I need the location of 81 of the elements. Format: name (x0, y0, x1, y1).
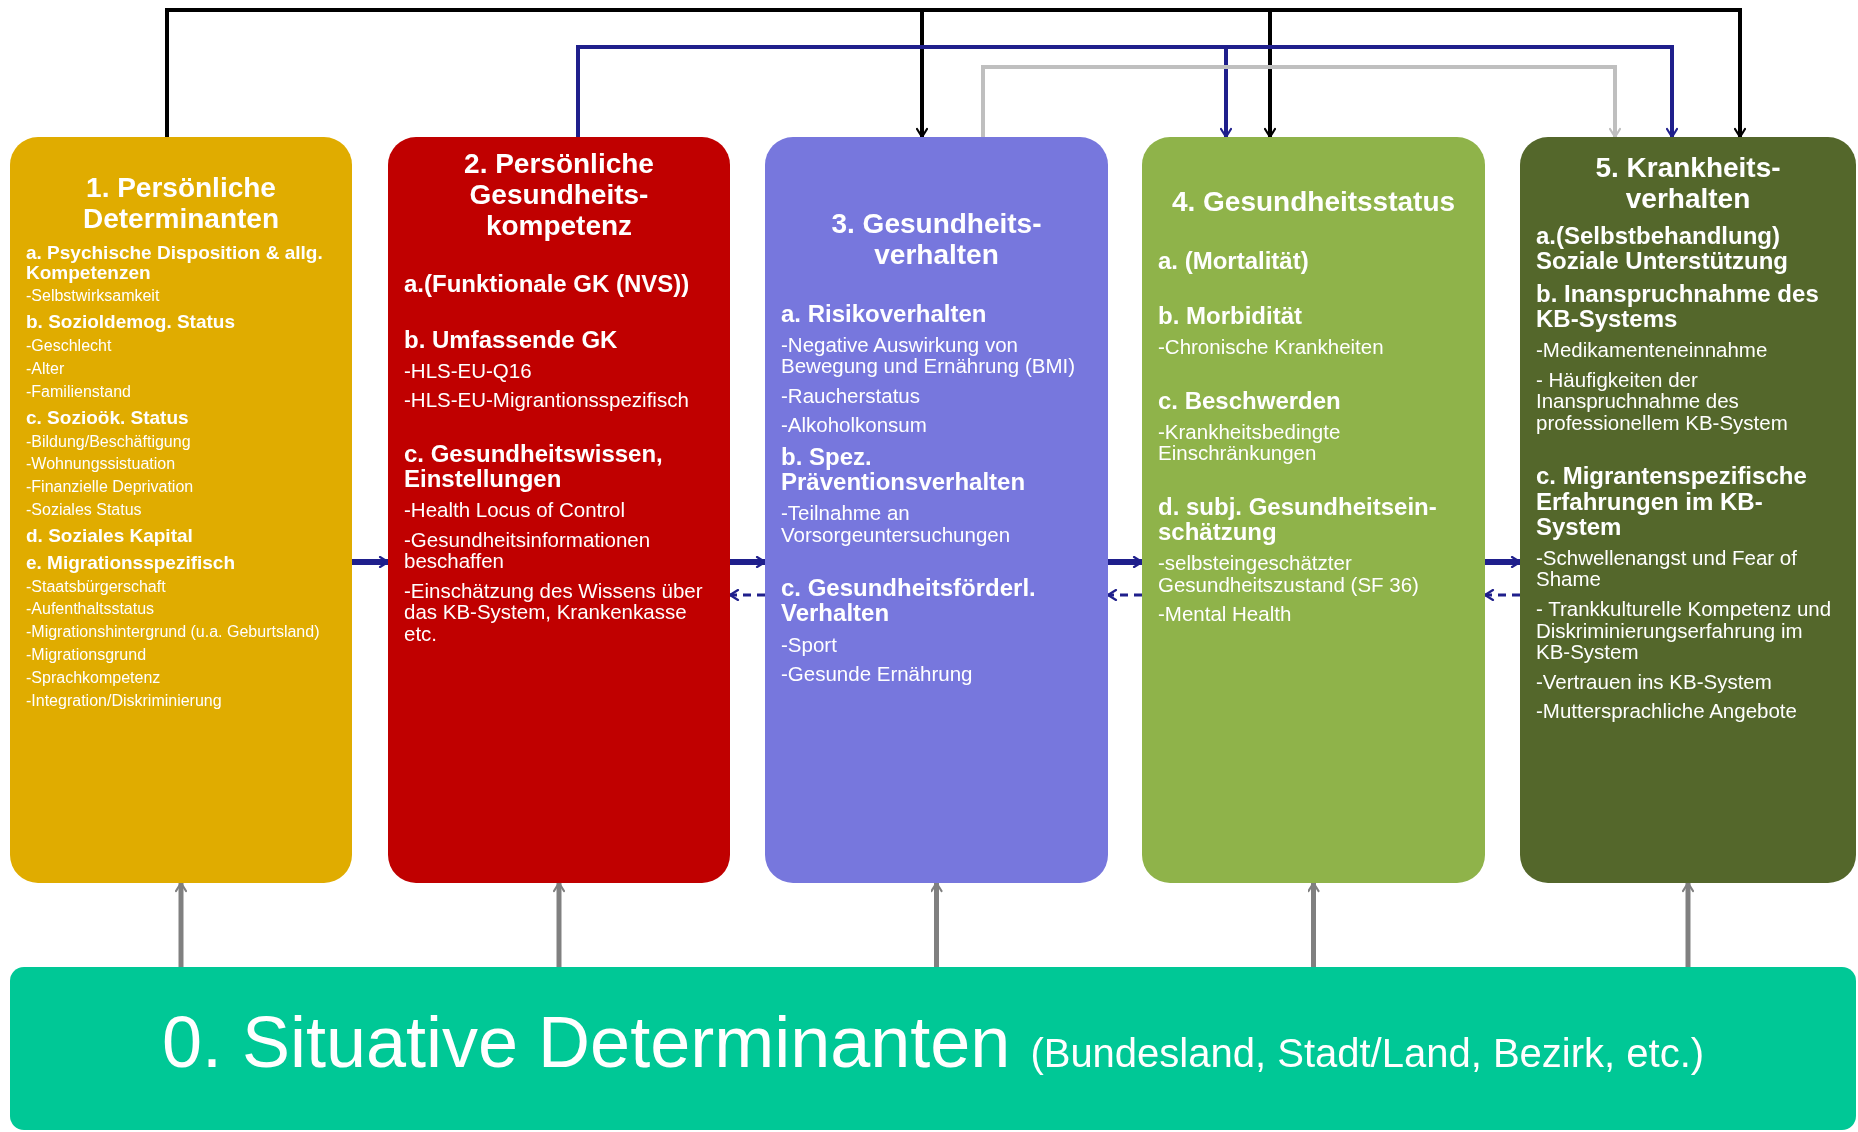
box-heading: 4. Gesundheitsstatus (1170, 187, 1457, 218)
list-item: -Integration/Diskriminierung (26, 692, 223, 710)
list-item: -Sprachkompetenz (26, 669, 162, 687)
box-subtitle: (Bundesland, Stadt/Land, Bezirk, etc.) (1030, 1030, 1705, 1077)
arrow (1485, 555, 1522, 569)
section-heading: b. Morbidität (1158, 303, 1303, 329)
category-box (1142, 137, 1485, 883)
list-item: -Gesunde Ernährung (781, 663, 974, 685)
box-heading: 1. Persönliche Determinanten (81, 173, 280, 235)
section-heading: b. Inanspruchnahme des KB-Systems (1536, 280, 1820, 332)
section-heading: e. Migrationsspezifisch (26, 552, 237, 573)
section-heading: a. Psychische Disposition & allg. Kompetenzen (26, 242, 324, 283)
section-heading: b. Umfassende GK (404, 326, 619, 352)
arrow (728, 588, 765, 602)
section-heading: a. (Mortalität) (1158, 247, 1310, 273)
list-item: -Familienstand (26, 383, 132, 401)
list-item: -Sport (781, 633, 838, 656)
list-item: -Migrationsgrund (26, 647, 148, 664)
list-item: -Bildung/Beschäftigung (26, 433, 192, 451)
arrow (730, 555, 767, 569)
arrow (552, 881, 566, 967)
box-heading: 0. Situative Determinanten (161, 1001, 1011, 1084)
list-item: -Selbstwirksamkeit (26, 288, 161, 306)
list-item: -Aufenthaltsstatus (26, 601, 156, 619)
list-item: -Alkoholkonsum (781, 414, 928, 436)
list-item: -Chronische Krankheiten (1158, 336, 1385, 358)
section-heading: d. Soziales Kapital (26, 525, 194, 546)
list-item: -HLS-EU-Migrantionsspezifisch (404, 389, 690, 411)
arrow (1307, 881, 1320, 967)
arrow (1106, 588, 1142, 602)
list-item: -Mental Health (1158, 603, 1293, 625)
arrow (1681, 881, 1695, 967)
list-item: - Trankkulturelle Kompetenz und Diskriminierungserfahrung im KB-System (1536, 598, 1833, 663)
box-heading: 3. Gesundheits-verhalten (830, 209, 1043, 271)
list-item: -HLS-EU-Q16 (404, 359, 533, 382)
arrow (174, 881, 188, 967)
arrow (165, 8, 1747, 139)
arrow (981, 65, 1622, 139)
list-item: -Medikamenteneinnahme (1536, 339, 1769, 361)
list-item: -Gesundheitsinformationen beschaffen (404, 528, 652, 572)
arrow (930, 881, 943, 967)
list-item: -Muttersprachliche Angebote (1536, 700, 1798, 722)
box-heading: 5. Krankheits-verhalten (1594, 153, 1782, 215)
list-item: -Vertrauen ins KB-System (1536, 670, 1773, 693)
list-item: -Einschätzung des Wissens über das KB-System, Krankenkasse etc. (404, 579, 704, 645)
section-heading: c. Migrantenspezifische Erfahrungen im KB-System (1536, 463, 1808, 539)
list-item: -Staatsbürgerschaft (26, 578, 167, 596)
list-item: -Krankheitsbedingte Einschränkungen (1158, 420, 1342, 464)
box-heading: 2. Persönliche Gesundheits-kompetenz (463, 149, 655, 242)
list-item: -Teilnahme an Vorsorgeuntersuchungen (781, 502, 1012, 546)
section-heading: a.(Funktionale GK (NVS)) (404, 271, 691, 297)
list-item: -Schwellenangst und Fear of Shame (1536, 546, 1798, 590)
section-heading: c. Gesundheitsförderl. Verhalten (781, 575, 1037, 626)
section-heading: b. Spez. Präventionsverhalten (781, 443, 1027, 495)
section-heading: b. Sozioldemog. Status (26, 312, 236, 333)
section-heading: a. Risikoverhalten (781, 300, 988, 326)
arrow (1108, 555, 1144, 569)
category-box (1520, 137, 1856, 883)
list-item: -Negative Auswirkung von Bewegung und Ernährung (BMI) (781, 333, 1076, 377)
list-item: -Alter (26, 361, 66, 378)
list-item: -Soziales Status (26, 501, 143, 519)
arrow (576, 45, 1679, 139)
section-heading: a.(Selbstbehandlung) Soziale Unterstützung (1536, 222, 1789, 273)
list-item: -Migrationshintergrund (u.a. Geburtsland) (26, 624, 321, 641)
category-box (765, 137, 1108, 883)
category-box (388, 137, 730, 883)
list-item: - Häufigkeiten der Inanspruchnahme des professionellem KB-System (1536, 368, 1789, 434)
section-heading: c. Beschwerden (1158, 387, 1342, 413)
arrow (352, 555, 390, 569)
section-heading: c. Gesundheitswissen, Einstellungen (404, 440, 664, 492)
list-item: -Raucherstatus (781, 384, 921, 407)
list-item: -Wohnungssistuation (26, 456, 177, 474)
list-item: -selbsteingeschätzter Gesundheitszustand (SF 36) (1158, 552, 1420, 596)
list-item: -Geschlecht (26, 338, 113, 355)
section-heading: c. Sozioök. Status (26, 407, 190, 428)
base-box (10, 967, 1856, 1130)
list-item: -Health Locus of Control (404, 499, 627, 521)
section-heading: d. subj. Gesundheitsein-schätzung (1158, 493, 1438, 545)
arrow (1483, 588, 1520, 602)
list-item: -Finanzielle Deprivation (26, 479, 195, 496)
category-box (10, 137, 352, 883)
